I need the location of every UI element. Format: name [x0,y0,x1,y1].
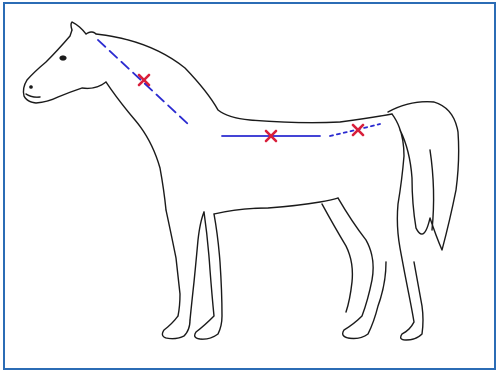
horse-throat [106,82,166,210]
horse-front-leg-near-back [190,212,204,320]
horse-ear-back [86,32,96,34]
horse-chest [166,210,180,316]
horse-front-hoof-near [162,316,190,339]
horse-mouth [26,94,40,97]
horse-ear [71,22,86,34]
horse-outline [23,22,458,340]
horse-hind-leg-far [322,204,352,312]
horse-hind-leg-near [338,198,386,339]
horse-eye [59,55,66,60]
horse-nostril [29,85,33,89]
point-markers [139,75,363,141]
horse-head [23,30,106,103]
horse-topline [96,34,392,123]
horse-belly [214,198,338,214]
